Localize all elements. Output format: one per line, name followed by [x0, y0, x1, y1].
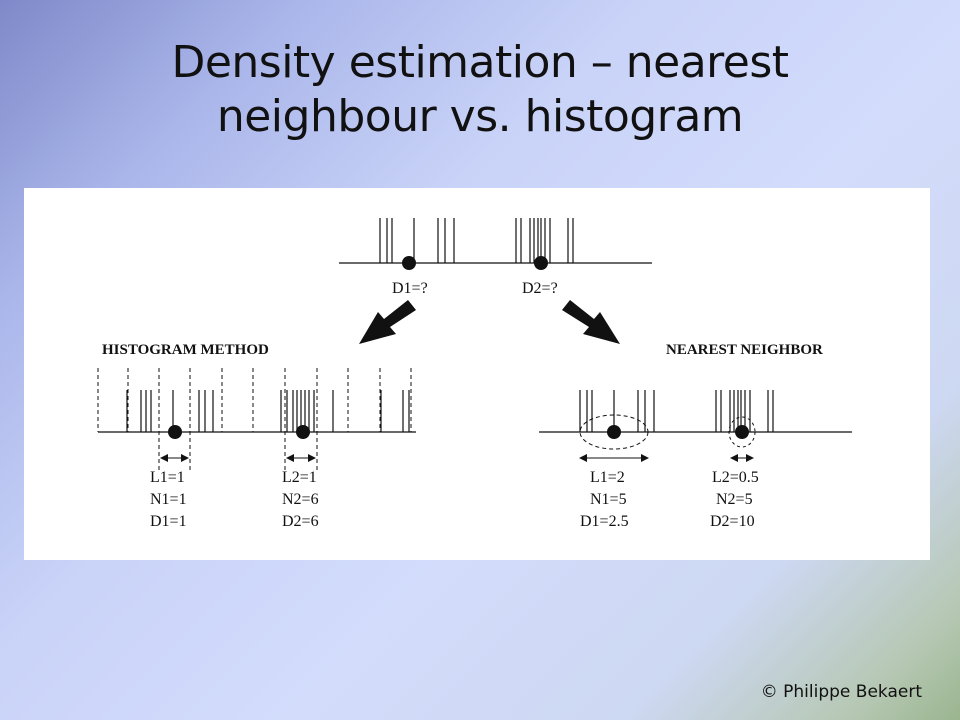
histogram-point-2: [296, 425, 310, 439]
nearest-window-2: [728, 416, 756, 448]
histogram-right-n: N2=6: [282, 491, 319, 508]
slide-title: Density estimation – nearest neighbour v…: [0, 36, 960, 144]
nearest-left-d: D1=2.5: [580, 513, 629, 530]
histogram-right-l: L2=1: [282, 469, 317, 486]
top-label-d1: D1=?: [392, 280, 428, 297]
nearest-right-d: D2=10: [710, 513, 755, 530]
histogram-left-l: L1=1: [150, 469, 185, 486]
arrow-to-nearest-icon: [562, 300, 620, 344]
histogram-sample-line: [98, 390, 416, 433]
top-sample-line: [339, 218, 652, 264]
nearest-heading: NEAREST NEIGHBOR: [666, 342, 823, 358]
histogram-heading: HISTOGRAM METHOD: [102, 342, 269, 358]
diagram-figure: D1=? D2=? HISTOGRAM METHOD NEAREST NEIGH…: [24, 188, 930, 560]
histogram-right-d: D2=6: [282, 513, 319, 530]
arrow-to-histogram-icon: [359, 300, 416, 344]
top-point-d1: [402, 256, 416, 270]
histogram-left-d: D1=1: [150, 513, 187, 530]
title-line-1: Density estimation – nearest: [171, 37, 789, 88]
histogram-bin-boundaries: [97, 368, 412, 470]
nearest-point-1: [607, 425, 621, 439]
nearest-window-1: [579, 414, 649, 450]
top-label-d2: D2=?: [522, 280, 558, 297]
copyright-notice: © Philippe Bekaert: [760, 682, 922, 702]
top-point-d2: [534, 256, 548, 270]
nearest-point-2: [735, 425, 749, 439]
diagram-svg: D1=? D2=? HISTOGRAM METHOD NEAREST NEIGH…: [97, 218, 852, 530]
histogram-point-1: [168, 425, 182, 439]
nearest-left-l: L1=2: [590, 469, 625, 486]
nearest-left-n: N1=5: [590, 491, 627, 508]
histogram-left-n: N1=1: [150, 491, 187, 508]
nearest-sample-line: [539, 390, 852, 433]
title-line-2: neighbour vs. histogram: [216, 91, 744, 142]
nearest-right-n: N2=5: [716, 491, 753, 508]
nearest-right-l: L2=0.5: [712, 469, 759, 486]
